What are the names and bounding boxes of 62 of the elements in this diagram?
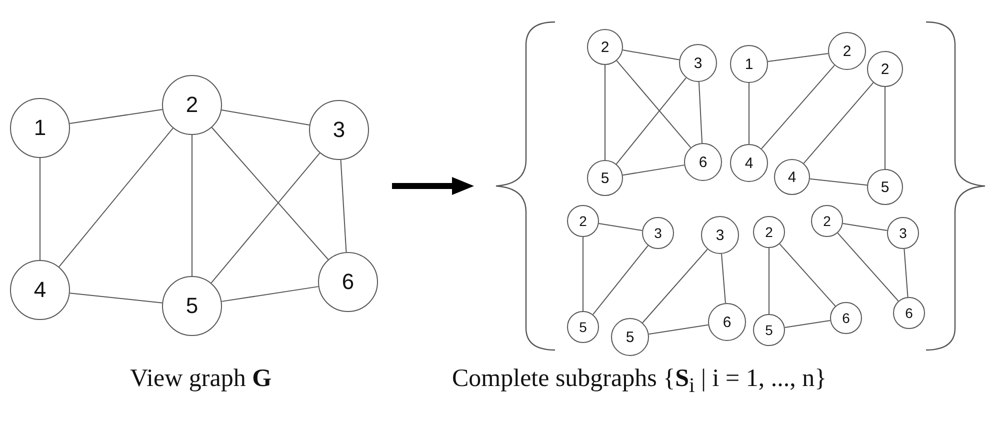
- graph-edge: [642, 248, 708, 324]
- vertex-circle: 3: [309, 100, 369, 160]
- vertex-circle: 1: [730, 45, 768, 83]
- vertex-circle: 2: [867, 51, 903, 87]
- vertex-circle: 5: [867, 169, 903, 205]
- vertex-circle: 2: [811, 205, 843, 237]
- graph-edge: [340, 159, 347, 253]
- vertex-circle: 3: [887, 217, 919, 249]
- graph-edge: [221, 110, 310, 126]
- vertex-circle: 6: [684, 143, 722, 181]
- graph-edge: [582, 236, 584, 312]
- graph-edge: [604, 64, 606, 160]
- graph-edge: [211, 127, 329, 260]
- vertex-circle: 2: [587, 29, 623, 65]
- vertex-circle: 5: [162, 276, 222, 336]
- vertex-circle: 3: [701, 216, 739, 254]
- vertex-circle: 2: [753, 216, 785, 248]
- graph-edge: [616, 77, 687, 164]
- vertex-circle: 6: [830, 302, 862, 334]
- graph-edge: [809, 178, 868, 186]
- graph-edge: [616, 60, 692, 148]
- vertex-circle: 6: [708, 303, 746, 341]
- graph-edge: [803, 82, 874, 164]
- graph-edge: [69, 292, 163, 304]
- vertex-circle: 5: [611, 318, 649, 356]
- graph-edge: [648, 324, 709, 335]
- graph-edge: [904, 248, 908, 298]
- graph-edge: [761, 64, 835, 150]
- vertex-circle: 2: [567, 205, 599, 237]
- graph-edge: [842, 223, 888, 231]
- graph-edge: [221, 286, 319, 302]
- graph-edge: [837, 232, 899, 302]
- graph-edge: [721, 253, 726, 304]
- graph-edge: [622, 164, 685, 176]
- graph-edge: [748, 82, 750, 144]
- graph-edge: [779, 243, 836, 307]
- vertex-circle: 6: [893, 297, 925, 329]
- vertex-circle: 3: [642, 217, 674, 249]
- graph-edge: [622, 50, 680, 60]
- vertex-circle: 2: [162, 75, 222, 135]
- vertex-circle: 4: [774, 159, 810, 195]
- vertex-circle: 2: [828, 32, 866, 70]
- vertex-circle: 6: [318, 252, 378, 312]
- graph-edge: [598, 223, 643, 231]
- vertex-circle: 5: [587, 160, 623, 196]
- graph-edge: [767, 53, 829, 62]
- vertex-circle: 5: [567, 311, 599, 343]
- vertex-circle: 5: [753, 314, 785, 346]
- graph-edge: [592, 245, 649, 315]
- caption-text: Complete subgraphs {S$_{i}$ | i = 1, ..., n}: [452, 365, 827, 398]
- graph-edge: [210, 152, 320, 284]
- caption-text: View graph G: [130, 365, 272, 393]
- graph-edge: [58, 128, 174, 268]
- vertex-circle: 1: [10, 98, 70, 158]
- graph-edge: [768, 248, 770, 314]
- vertex-circle: 4: [730, 144, 768, 182]
- vertex-circle: 3: [679, 44, 717, 82]
- vertex-circle: 4: [10, 260, 70, 320]
- graph-edge: [698, 81, 703, 144]
- graph-edge: [784, 320, 831, 328]
- graph-edge: [884, 86, 886, 170]
- graph-edge: [69, 109, 163, 124]
